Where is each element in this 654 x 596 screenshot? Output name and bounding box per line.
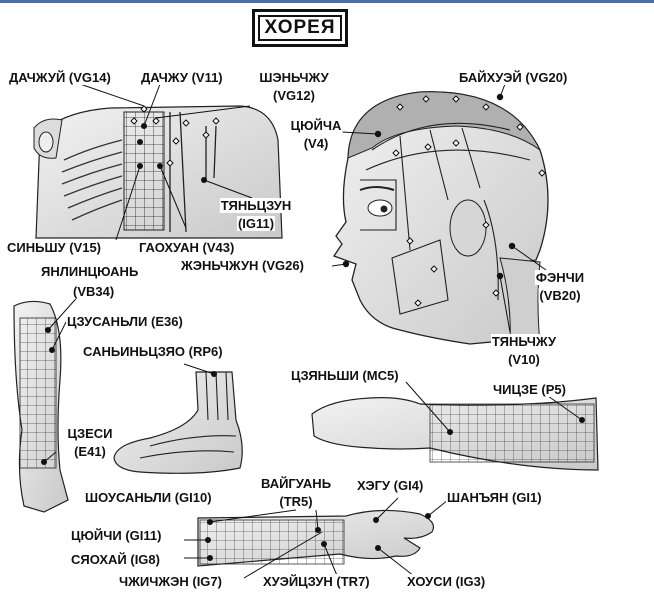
label-shenchzhu-name: ШЭНЬЧЖУ [258, 70, 330, 85]
label-shenchzhu-code: (VG12) [272, 88, 316, 103]
label-yanlintsyuan-name: ЯНЛИНЦЮАНЬ [40, 264, 140, 279]
foot-figure [113, 371, 243, 474]
label-tyanchzhu-name: ТЯНЬЧЖУ [490, 334, 558, 349]
label-tyantszun-name: ТЯНЬЦЗУН [219, 198, 293, 213]
label-housi: ХОУСИ (IG3) [406, 574, 487, 589]
back-points [130, 105, 220, 167]
upper-arm-figure [311, 397, 599, 471]
label-vayguan-code: (TR5) [278, 494, 314, 509]
label-tsyuycha-code: (V4) [302, 136, 330, 151]
label-tszyanshi: ЦЗЯНЬШИ (MC5) [290, 368, 400, 383]
label-tsyuychi: ЦЮЙЧИ (GI11) [70, 528, 163, 543]
top-frame-rule [0, 0, 654, 3]
label-syaohay: СЯОХАЙ (IG8) [70, 552, 161, 567]
label-hueytszun: ХУЭЙЦЗУН (TR7) [262, 574, 371, 589]
leader-lines [43, 83, 583, 579]
label-sanintszyao: САНЬИНЬЦЗЯО (RP6) [82, 344, 224, 359]
foot-meridian-lines [139, 371, 237, 459]
label-hegu: ХЭГУ (GI4) [356, 478, 425, 493]
leg-figure [13, 300, 69, 513]
label-bayhuey: БАЙХУЭЙ (VG20) [458, 70, 569, 85]
label-tsyuycha-name: ЦЮЙЧА [289, 118, 343, 133]
lower-arm-figure [197, 509, 435, 567]
label-gaohuan: ГАОХУАН (V43) [138, 240, 236, 255]
head-figure [333, 91, 549, 345]
leg-grid [19, 317, 57, 469]
label-fenchi-name: ФЭНЧИ [534, 270, 586, 285]
label-tszesi-name: ЦЗЕСИ [66, 426, 114, 441]
upper-arm-grid [429, 403, 595, 463]
label-tszusanli: ЦЗУСАНЬЛИ (E36) [66, 314, 184, 329]
label-dachzhu: ДАЧЖУ (V11) [140, 70, 224, 85]
label-zhenchzhun: ЖЭНЬЧЖУН (VG26) [180, 258, 305, 273]
spine-grid [123, 111, 165, 231]
label-fenchi-code: (VB20) [538, 288, 582, 303]
label-vayguan-name: ВАЙГУАНЬ [259, 476, 333, 491]
label-sinshu: СИНЬШУ (V15) [6, 240, 103, 255]
label-chzhichzhen: ЧЖИЧЖЭН (IG7) [118, 574, 223, 589]
rib-lines [61, 139, 123, 221]
lower-arm-grid [199, 519, 345, 565]
label-tyanchzhu-code: (V10) [507, 352, 541, 367]
label-tszesi-code: (E41) [73, 444, 107, 459]
label-dachzhuy: ДАЧЖУЙ (VG14) [8, 70, 112, 85]
label-shousanli: ШОУСАНЬЛИ (GI10) [84, 490, 213, 505]
title-box: ХОРЕЯ [252, 9, 348, 47]
label-shanyan: ШАНЪЯН (GI1) [446, 490, 543, 505]
head-points [392, 95, 546, 307]
label-tyantszun-code: (IG11) [236, 216, 276, 231]
head-meridian-lines [360, 122, 531, 315]
diagram-title: ХОРЕЯ [258, 15, 342, 41]
label-yanlintsyuan-code: (VB34) [72, 284, 116, 299]
label-chitsze: ЧИЦЗЕ (P5) [492, 382, 567, 397]
